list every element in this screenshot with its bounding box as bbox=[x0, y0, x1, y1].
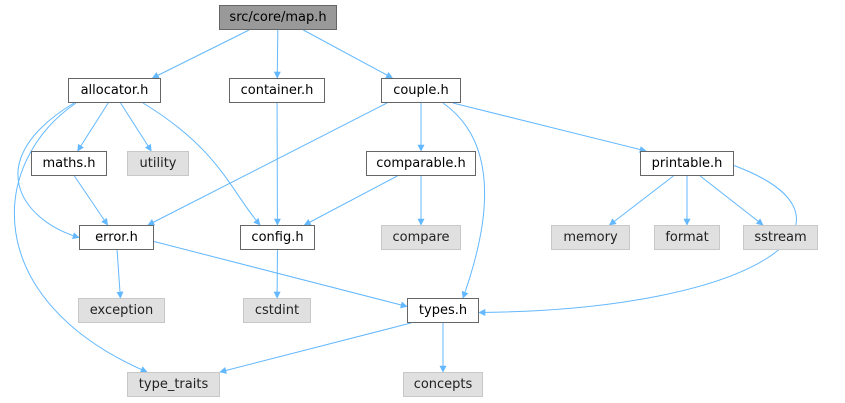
edge-error-h-to-exception bbox=[116, 249, 124, 299]
node-label: comparable.h bbox=[376, 156, 466, 171]
edge-maths-h-to-error-h bbox=[74, 175, 109, 226]
edge-allocator-h-to-maths-h bbox=[77, 102, 109, 152]
edge-comparable-h-to-config-h bbox=[303, 175, 398, 226]
edge-printable-h-to-sstream bbox=[699, 175, 764, 226]
node-label: memory bbox=[563, 230, 618, 245]
edge-map-h-to-allocator-h bbox=[151, 29, 250, 79]
node-maths-h[interactable]: maths.h bbox=[31, 151, 107, 176]
edge-map-h-to-container-h bbox=[273, 29, 281, 79]
edge-error-h-to-types-h bbox=[153, 241, 408, 309]
node-printable-h[interactable]: printable.h bbox=[640, 151, 734, 176]
node-couple-h[interactable]: couple.h bbox=[381, 78, 461, 103]
edge-allocator-h-to-type-traits bbox=[13, 102, 148, 373]
node-label: concepts bbox=[413, 377, 473, 392]
node-label: config.h bbox=[251, 230, 304, 245]
node-cstdint: cstdint bbox=[243, 298, 311, 323]
node-label: couple.h bbox=[393, 83, 449, 98]
node-memory: memory bbox=[551, 225, 630, 250]
edge-allocator-h-to-utility bbox=[120, 102, 152, 152]
node-error-h[interactable]: error.h bbox=[79, 225, 154, 250]
node-label: types.h bbox=[418, 303, 468, 318]
node-label: container.h bbox=[240, 83, 314, 98]
node-exception: exception bbox=[78, 298, 165, 323]
node-label: format bbox=[665, 230, 709, 245]
node-type-traits: type_traits bbox=[127, 372, 220, 397]
node-label: sstream bbox=[754, 230, 807, 245]
node-label: error.h bbox=[95, 230, 138, 245]
node-comparable-h[interactable]: comparable.h bbox=[366, 151, 476, 176]
node-label: exception bbox=[89, 303, 154, 318]
edge-couple-h-to-error-h bbox=[147, 102, 388, 226]
edge-printable-h-to-types-h bbox=[478, 165, 797, 316]
node-concepts: concepts bbox=[403, 372, 483, 397]
node-label: maths.h bbox=[42, 156, 96, 171]
node-map-h: src/core/map.h bbox=[219, 5, 337, 30]
edge-allocator-h-to-error-h bbox=[17, 102, 80, 240]
edge-types-h-to-type-traits bbox=[219, 322, 412, 374]
node-utility: utility bbox=[127, 151, 189, 176]
node-label: printable.h bbox=[651, 156, 723, 171]
edge-allocator-h-to-config-h bbox=[142, 102, 261, 226]
node-format: format bbox=[654, 225, 720, 250]
node-label: allocator.h bbox=[80, 83, 149, 98]
edge-printable-h-to-memory bbox=[609, 175, 674, 226]
node-sstream: sstream bbox=[743, 225, 818, 250]
node-container-h[interactable]: container.h bbox=[229, 78, 325, 103]
node-label: src/core/map.h bbox=[229, 10, 327, 25]
node-types-h[interactable]: types.h bbox=[407, 298, 479, 323]
node-label: type_traits bbox=[138, 377, 209, 392]
node-compare: compare bbox=[381, 225, 461, 250]
node-allocator-h[interactable]: allocator.h bbox=[68, 78, 161, 103]
edge-map-h-to-couple-h bbox=[303, 29, 394, 79]
edge-couple-h-to-types-h bbox=[442, 102, 485, 299]
node-label: cstdint bbox=[254, 303, 300, 318]
node-config-h[interactable]: config.h bbox=[240, 225, 315, 250]
node-label: utility bbox=[139, 156, 177, 171]
edge-couple-h-to-printable-h bbox=[452, 102, 647, 153]
node-label: compare bbox=[392, 230, 450, 245]
